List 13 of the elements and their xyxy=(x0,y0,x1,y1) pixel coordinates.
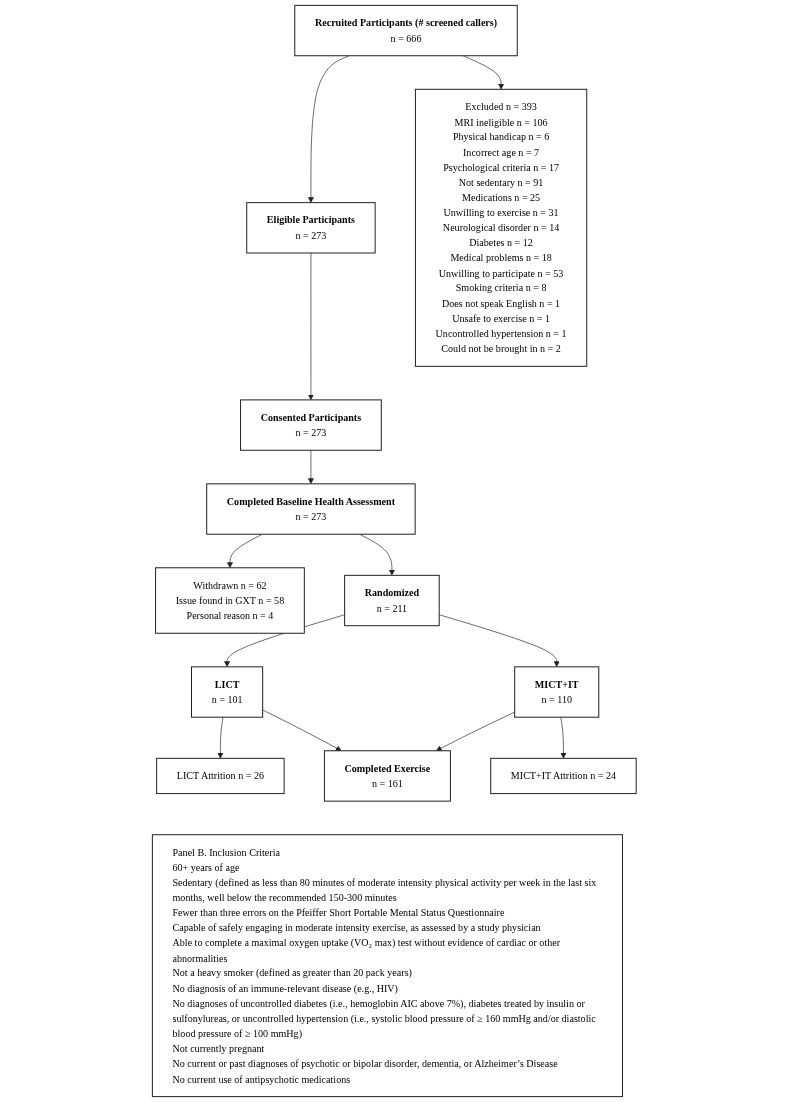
node-box: LICT Attrition n = 26 xyxy=(156,757,285,795)
node-box: Completed Exercise n = 161 xyxy=(324,750,452,802)
node-box: Excluded n = 393 MRI ineligible n = 106 Physical handicap n = 6 Incorrect age n = 7 Psychological criteria n = 17 Not sedentary n = 91 Medications n = 25 Unwilling to exercise n = 31 Neurological disorder n = 14 Diabetes n = 12 Medical problems n = 18 Unwilling to participate n = 53 Smoking criteria n = 8 Does not speak English n = 1 Unsafe to exercise n = 1 Uncontrolled hypertension n = 1 Could not be brought in n = 2 xyxy=(415,88,588,367)
node-box: MICT+IT n = 110 xyxy=(514,666,600,718)
node-box: Withdrawn n = 62 Issue found in GXT n = 58 Personal reason n = 4 xyxy=(155,567,306,634)
node-box: Consented Participants n = 273 xyxy=(240,399,383,451)
node-box: Completed Baseline Health Assessment n = 273 xyxy=(206,483,416,535)
node-box: Recruited Participants (# screened callers) n = 666 xyxy=(294,4,518,57)
node-box: MICT+IT Attrition n = 24 xyxy=(490,757,637,795)
node-box: Randomized n = 211 xyxy=(344,574,440,627)
node-box: Panel B. Inclusion Criteria 60+ years of age Sedentary (defined as less than 80 minutes of moderate intensity physical activity per week in the last six months, well below the recommended 150-300 minutes Fewer than three errors on the Pfeiffer Short Portable Mental Status Questionnaire Capable of safely engaging in moderate intensity exercise, as assessed by a study physician Able to complete a maximal oxygen uptake (VO₂ max) test without evidence of cardiac or other abnormalities Not a heavy smoker (defined as greater than 20 pack years) No diagnosis of an immune-relevant disease (e.g., HIV) No diagnoses of uncontrolled diabetes (i.e., hemoglobin AIC above 7%), diabetes treated by insulin or sulfonylureas, or uncontrolled hypertension (i.e., systolic blood pressure of ≥ 160 mmHg and/or diastolic blood pressure of ≥ 100 mmHg) Not currently pregnant No current or past diagnoses of psychotic or bipolar disorder, dementia, or Alzheimer’s Disease No current use of antipsychotic medications xyxy=(152,834,624,1098)
node-box: Eligible Participants n = 273 xyxy=(246,202,376,254)
node-box: LICT n = 101 xyxy=(191,666,264,718)
